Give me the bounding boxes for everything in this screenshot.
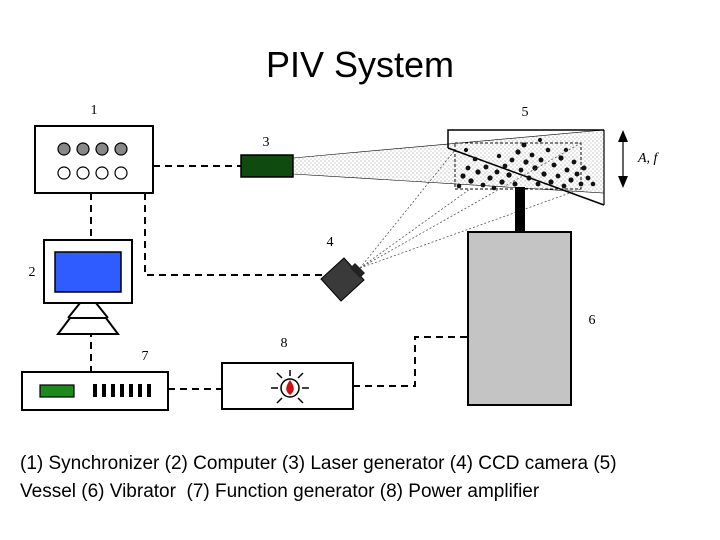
vibrator [467, 187, 572, 406]
caption-line-1: (1) Synchronizer (2) Computer (3) Laser … [20, 453, 617, 474]
camera-view-lines [359, 142, 582, 269]
label-vessel: 5 [522, 105, 529, 120]
computer [43, 239, 133, 335]
power-amplifier [221, 362, 354, 410]
seed-particles [456, 137, 596, 191]
legend-caption: (1) Synchronizer (2) Computer (3) Laser … [20, 450, 710, 506]
label-computer: 2 [29, 265, 36, 280]
amplitude-arrow [618, 130, 628, 188]
label-synchronizer: 1 [91, 103, 98, 118]
caption-line-2: Vessel (6) Vibrator (7) Function generat… [20, 481, 540, 502]
amplitude-label: A, f [637, 151, 660, 166]
wire-amplifier-vibrator [353, 336, 468, 387]
label-laser: 3 [263, 135, 270, 150]
vessel [447, 129, 605, 206]
page-title: PIV System [265, 44, 455, 85]
function-generator [21, 371, 169, 411]
label-vibrator: 6 [589, 313, 596, 328]
label-power-amplifier: 8 [281, 336, 288, 351]
label-function-generator: 7 [142, 349, 149, 364]
ccd-camera [320, 257, 365, 302]
wire-synchronizer-camera [144, 193, 325, 276]
label-camera: 4 [327, 235, 334, 250]
connection-wires [90, 165, 468, 390]
synchronizer [34, 125, 154, 194]
laser-generator [240, 154, 294, 178]
warning-light-icon [271, 370, 309, 404]
